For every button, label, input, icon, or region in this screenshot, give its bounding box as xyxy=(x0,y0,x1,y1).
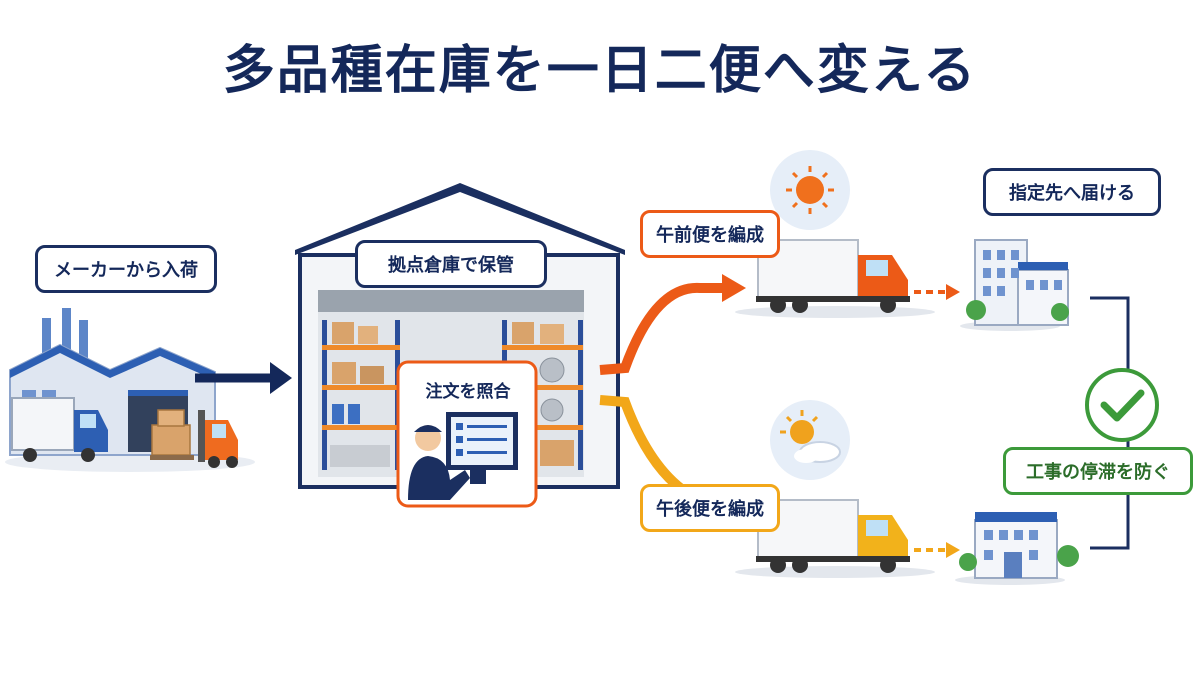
sun-cloud-icon xyxy=(770,400,850,480)
dashed-arrowhead xyxy=(946,284,960,300)
page-title: 多品種在庫を一日二便へ変える xyxy=(222,41,978,101)
cargo-boxes xyxy=(150,409,194,460)
label-afternoon: 午後便を編成 xyxy=(640,484,780,532)
building-icon-afternoon xyxy=(955,512,1079,585)
label-inbound: メーカーから入荷 xyxy=(35,245,217,293)
truck-icon xyxy=(11,397,108,462)
forklift-icon xyxy=(198,410,238,468)
label-prevent: 工事の停滞を防ぐ xyxy=(1003,447,1193,495)
morning-route-arrow xyxy=(599,282,725,375)
flow-arrowhead xyxy=(270,362,292,394)
label-storage: 拠点倉庫で保管 xyxy=(355,240,547,288)
building-icon xyxy=(960,239,1069,331)
checkmark-icon xyxy=(1085,368,1159,442)
sun-icon xyxy=(770,150,850,230)
label-order-check: 注文を照合 xyxy=(410,372,526,406)
dashed-arrowhead-afternoon xyxy=(946,542,960,558)
morning-route-arrowhead xyxy=(722,274,746,302)
afternoon-truck-icon xyxy=(735,499,935,578)
label-morning: 午前便を編成 xyxy=(640,210,780,258)
label-deliver: 指定先へ届ける xyxy=(983,168,1161,216)
